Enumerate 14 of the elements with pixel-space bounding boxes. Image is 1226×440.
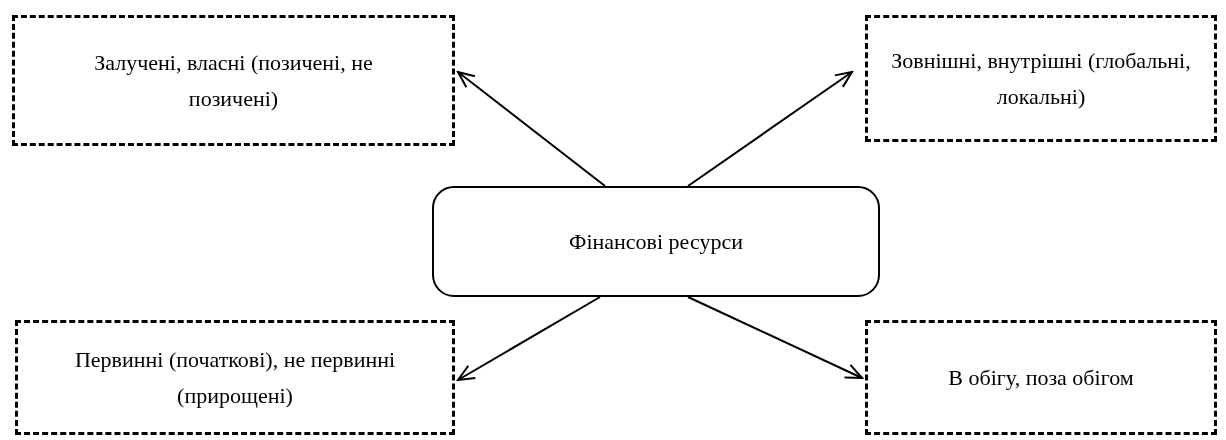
arrow	[457, 296, 601, 381]
arrow	[687, 71, 853, 187]
rounded-box	[432, 186, 880, 297]
node-text: Залучені, власні (позичені, не позичені)	[93, 48, 374, 113]
node-text: Зовнішні, внутрішні (глобальні, локальні)	[891, 46, 1191, 111]
node-text: Первинні (початкові), не первинні (прирощені)	[73, 345, 397, 410]
node-text: В обігу, поза обігом	[948, 363, 1134, 392]
dashed-box	[12, 15, 455, 146]
node-text: Фінансові ресурси	[569, 227, 743, 256]
arrow	[687, 296, 863, 379]
arrow	[457, 71, 606, 187]
dashed-box	[865, 320, 1217, 435]
dashed-box	[865, 15, 1217, 142]
dashed-box	[15, 320, 455, 435]
